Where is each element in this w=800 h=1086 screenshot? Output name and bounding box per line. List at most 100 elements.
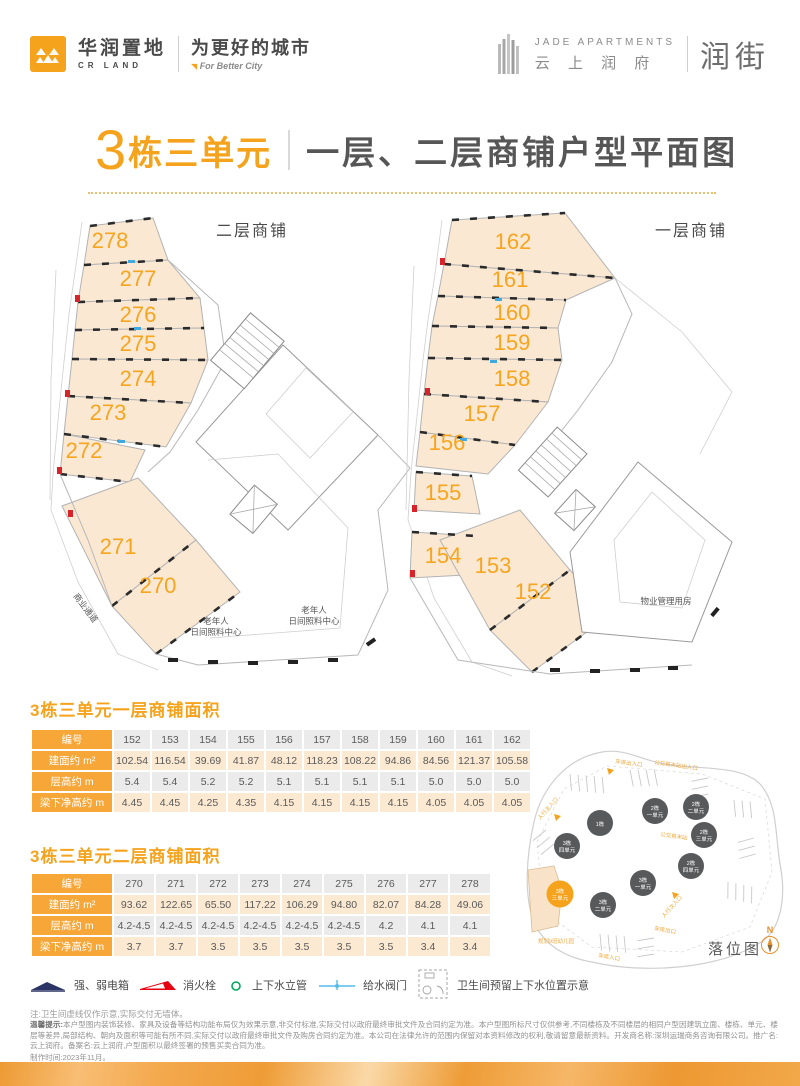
label-kindergarten: 规划9班幼儿园 [538, 937, 575, 945]
shop-number-276: 276 [120, 302, 157, 327]
area-cell: 121.37 [456, 751, 492, 770]
area-cell: 3.4 [450, 937, 490, 956]
project-en: JADE APARTMENTS [534, 36, 675, 48]
area-cell: 152 [114, 730, 150, 749]
title-unit-text: 栋三单元 [128, 134, 273, 173]
page-title: 3 栋三单元 一层、二层商铺户型平面图 [95, 122, 738, 178]
area-cell: 3.5 [282, 937, 322, 956]
legend-fire-hydrant: 消火栓 [139, 977, 216, 993]
area-cell: 93.62 [114, 895, 154, 914]
area-cell: 277 [408, 874, 448, 893]
legend-water-valve: 给水阀门 [317, 977, 407, 993]
area-cell: 4.05 [494, 793, 530, 812]
dotted-divider [88, 192, 716, 194]
table-title-first-floor: 3栋三单元一层商铺面积 [30, 701, 221, 720]
area-cell: 278 [450, 874, 490, 893]
site-map: 1栋 2栋 一单元 2栋 二单元 2栋 三单元 2栋 四单元 3栋 四单元 3栋… [526, 750, 784, 969]
disclaimer-label: 温馨提示: [30, 1020, 64, 1029]
area-cell: 4.2-4.5 [240, 916, 280, 935]
building-footprints [532, 769, 756, 958]
area-cell: 159 [380, 730, 416, 749]
first-floor-plan: 一层商铺 162 161 160 159 158 157 156 155 154… [405, 211, 733, 677]
marker-2-4a: 2栋 [687, 859, 696, 867]
footer-gradient-bar [0, 1062, 800, 1086]
area-cell: 4.15 [266, 793, 302, 812]
shop-number-158: 158 [494, 366, 531, 391]
leaf-icon: ◥ [191, 61, 198, 71]
property-mgmt-label: 物业管理用房 [640, 596, 691, 606]
area-cell: 4.15 [304, 793, 340, 812]
area-cell: 4.25 [190, 793, 226, 812]
area-cell: 4.15 [380, 793, 416, 812]
area-cell: 4.05 [456, 793, 492, 812]
area-cell: 272 [198, 874, 238, 893]
sitemap-caption: 落位图 [708, 941, 762, 958]
area-cell: 41.87 [228, 751, 264, 770]
walls [411, 211, 616, 674]
area-cell: 3.5 [198, 937, 238, 956]
legend-label: 消火栓 [183, 980, 216, 992]
crland-name: 华润置地 [78, 37, 167, 59]
shop-number-157: 157 [464, 401, 501, 426]
area-cell: 160 [418, 730, 454, 749]
shop-number-156: 156 [429, 430, 466, 455]
building-outline [409, 277, 733, 675]
area-cell: 156 [266, 730, 302, 749]
current-unit-marker [546, 880, 574, 908]
title-divider [288, 130, 291, 170]
project-name-block: JADE APARTMENTS 云 上 润 府 [535, 36, 675, 73]
area-cell: 154 [190, 730, 226, 749]
marker-2-1b: 一单元 [647, 811, 664, 819]
area-cell: 118.23 [304, 751, 340, 770]
area-cell: 5.1 [304, 772, 340, 791]
bathroom-reserve-icon [418, 969, 448, 999]
electric-box-icon [31, 981, 65, 992]
second-floor-plan: 二层商铺 278 277 276 275 274 273 272 271 270… [49, 216, 411, 671]
area-cell: 161 [456, 730, 492, 749]
area-cell: 122.65 [156, 895, 196, 914]
compass: N [761, 925, 779, 954]
area-cell: 162 [494, 730, 530, 749]
marker-2-2a: 2栋 [692, 800, 701, 808]
area-cell: 3.7 [114, 937, 154, 956]
area-cell: 155 [228, 730, 264, 749]
marker-3-4a: 3栋 [563, 839, 572, 847]
crland-mountain-icon [30, 36, 66, 72]
area-cell: 276 [366, 874, 406, 893]
label-bus-station: 公交首末站 [660, 830, 689, 842]
title-unit-number: 3 [95, 118, 127, 181]
marker-2-3b: 三单元 [696, 835, 713, 843]
area-cell: 65.50 [198, 895, 238, 914]
marker-3-3b: 三单元 [552, 894, 569, 902]
mountain-icon [36, 48, 59, 63]
shop-number-159: 159 [494, 330, 531, 355]
area-cell: 108.22 [342, 751, 378, 770]
north-label: N [767, 925, 774, 935]
water-riser-icon [231, 980, 241, 991]
shop-number-152: 152 [515, 579, 552, 604]
slogan-en-text: For Better City [199, 60, 263, 71]
area-cell: 5.2 [228, 772, 264, 791]
area-cell: 3.4 [408, 937, 448, 956]
made-date: 制作时间:2023年11月。 [30, 1052, 111, 1062]
area-cell: 4.15 [342, 793, 378, 812]
shop-number-160: 160 [494, 300, 531, 325]
area-cell: 4.2 [366, 916, 406, 935]
slogan-block: 为更好的城市 ◥ For Better City [191, 38, 311, 71]
brand-logo: 润街 [700, 41, 770, 74]
area-cell: 84.56 [418, 751, 454, 770]
area-cell: 275 [324, 874, 364, 893]
row-label: 建面约 m² [32, 751, 112, 770]
area-cell: 106.29 [282, 895, 322, 914]
marker-3-1b: 一单元 [635, 883, 652, 891]
care-center-1-line1: 老年人 [203, 616, 229, 626]
marker-3-4b: 四单元 [559, 846, 576, 854]
marker-2-2b: 二单元 [688, 807, 705, 815]
area-cell: 4.1 [450, 916, 490, 935]
area-cell: 4.2-4.5 [324, 916, 364, 935]
service-marks [410, 258, 502, 577]
area-cell: 5.1 [266, 772, 302, 791]
building-markers: 1栋 2栋 一单元 2栋 二单元 2栋 三单元 2栋 四单元 3栋 四单元 3栋… [546, 794, 717, 918]
